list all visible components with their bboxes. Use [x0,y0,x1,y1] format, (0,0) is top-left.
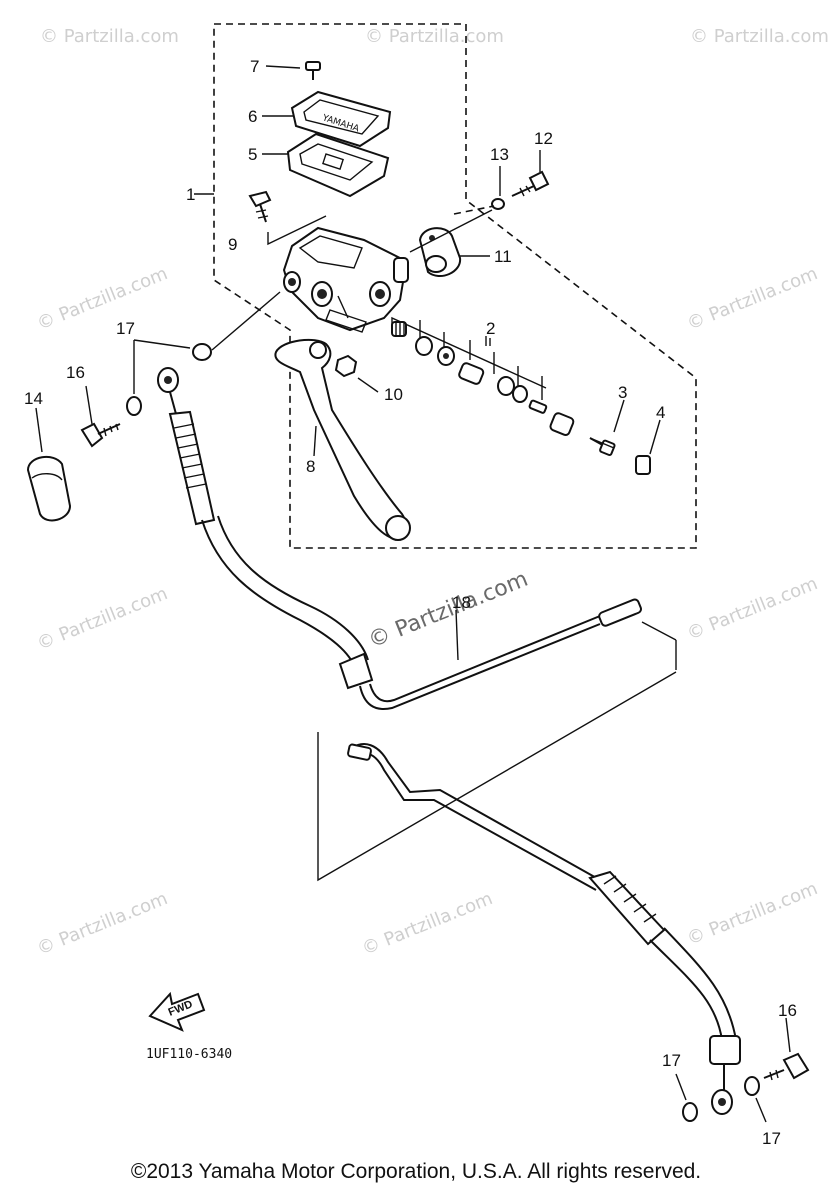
part-clamp [418,227,490,277]
callout-number: 17 [662,1051,681,1070]
part-washer-13 [491,166,505,210]
copyright-notice: ©2013 Yamaha Motor Corporation, U.S.A. A… [130,1160,702,1183]
watermark: © Partzilla.com [690,26,829,47]
callout-number: 6 [248,107,257,126]
part-bleed-screw [589,399,625,457]
watermark: © Partzilla.com [684,878,821,950]
part-washer-17-top [126,291,281,416]
callout-number: 10 [384,385,403,404]
part-nut [334,354,379,393]
callout-number: 17 [762,1129,781,1148]
watermark: © Partzilla.com [40,26,179,47]
part-washer-17-bottom-left [675,1073,698,1122]
callout-number: 7 [250,57,259,76]
part-screw [265,61,321,80]
part-piston-kit [391,316,575,436]
watermark: © Partzilla.com [684,573,821,645]
callout-number: 16 [66,363,85,382]
part-master-cylinder [282,226,409,333]
callout-number: 4 [656,403,665,422]
callout-number: 18 [452,593,471,612]
callout-number: 17 [116,319,135,338]
watermark: © Partzilla.com [365,26,504,47]
part-bolt-12 [511,150,550,197]
callout-number: 11 [494,247,512,266]
callout-number: 12 [534,129,553,148]
callout-number: 14 [24,389,43,408]
watermark-layer: © Partzilla.com © Partzilla.com © Partzi… [34,26,829,960]
part-banjo-bolt-16-bottom [763,1017,810,1081]
callout-number: 16 [778,1001,797,1020]
part-reservoir-cap: YAMAHA [262,90,392,148]
part-banjo-bolt-16-top [80,385,121,448]
part-rubber-boot [26,407,72,522]
part-bleed-cap [635,419,661,475]
callout-number: 2 [486,319,495,338]
drawing-code: 1UF110-6340 [146,1047,232,1062]
callout-number: 13 [490,145,509,164]
watermark: © Partzilla.com [684,263,821,335]
callout-number: 9 [228,235,237,254]
callout-layer: 1 2 3 4 5 6 7 8 9 10 11 12 13 14 16 16 1… [24,57,797,1148]
callout-number: 1 [186,185,195,204]
part-brake-lever [274,338,411,541]
callout-number: 5 [248,145,257,164]
forward-arrow-icon: FWD [148,991,206,1032]
watermark-center: © Partzilla.com [365,567,532,654]
callout-number: 3 [618,383,627,402]
watermark: © Partzilla.com [34,888,171,960]
watermark: © Partzilla.com [34,583,171,655]
leader-lines [194,193,615,449]
part-brake-hose-lower [588,870,741,1115]
part-bolt-9 [248,190,327,246]
leader-line [409,209,493,253]
watermark: © Partzilla.com [359,888,496,960]
part-diaphragm [262,132,390,198]
part-washer-17-bottom-right [744,1076,767,1123]
assembly-boundary [213,23,697,549]
callout-number: 8 [306,457,315,476]
cut-plane [317,671,677,891]
part-brake-hose [157,367,677,710]
guide-line [453,205,495,215]
watermark: © Partzilla.com [34,263,171,335]
